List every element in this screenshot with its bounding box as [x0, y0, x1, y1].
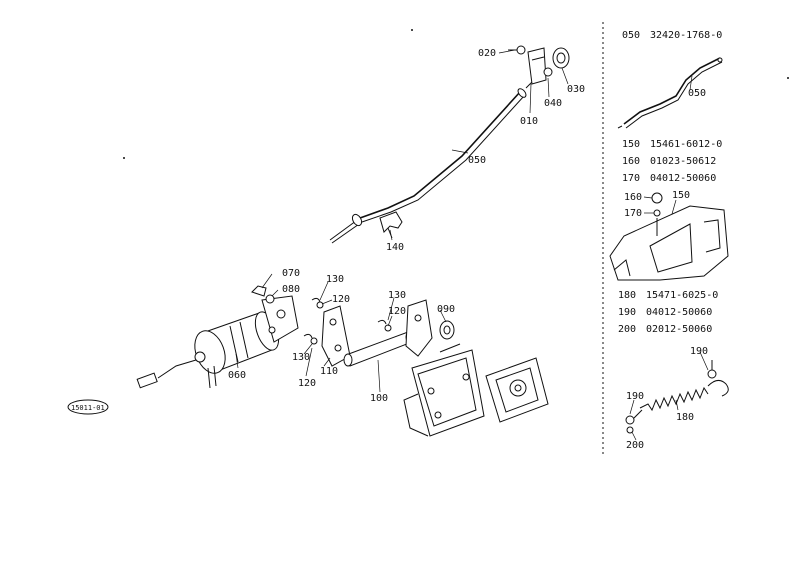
- ref-190: 190: [618, 307, 636, 318]
- callout-110: 110: [320, 366, 338, 377]
- callout-050-inset: 050: [688, 88, 706, 99]
- callout-020: 020: [478, 48, 496, 59]
- stop-solenoid: [136, 295, 299, 389]
- callout-130-b: 130: [292, 352, 310, 363]
- ref-180: 180: [618, 290, 636, 301]
- callout-050: 050: [468, 155, 486, 166]
- side-panel: 050 32420-1768-0 050 150 15461-6012-0 16…: [609, 30, 729, 451]
- ref-050: 050: [622, 30, 640, 41]
- cable-inset: [617, 57, 723, 129]
- partno-170: 04012-50060: [650, 173, 716, 184]
- callout-120-c: 120: [388, 306, 406, 317]
- speck: [411, 29, 413, 31]
- spring-180-inset: [625, 360, 729, 434]
- callout-060: 060: [228, 370, 246, 381]
- partno-200: 02012-50060: [646, 324, 712, 335]
- leader-lines: [235, 49, 569, 393]
- pump-housing: [403, 343, 549, 437]
- callout-010: 010: [520, 116, 538, 127]
- lever-110: [321, 305, 351, 367]
- bolt-and-washer: [251, 285, 275, 304]
- partno-160: 01023-50612: [650, 156, 716, 167]
- callout-090: 090: [437, 304, 455, 315]
- callout-070: 070: [282, 268, 300, 279]
- ref-170: 170: [622, 173, 640, 184]
- callout-030: 030: [567, 84, 585, 95]
- callout-170: 170: [624, 208, 642, 219]
- callout-150: 150: [672, 190, 690, 201]
- callout-040: 040: [544, 98, 562, 109]
- pins-and-clips: [303, 297, 392, 345]
- partno-050: 32420-1768-0: [650, 30, 722, 41]
- speck: [787, 77, 789, 79]
- callout-120-a: 120: [332, 294, 350, 305]
- callout-080: 080: [282, 284, 300, 295]
- drawing-stamp: 15011-01: [67, 399, 109, 415]
- bracket-150-inset: [609, 192, 729, 281]
- callout-130-c: 130: [388, 290, 406, 301]
- partno-180: 15471-6025-0: [646, 290, 718, 301]
- callout-140: 140: [386, 242, 404, 253]
- callout-160: 160: [624, 192, 642, 203]
- ref-160: 160: [622, 156, 640, 167]
- rod-100: [343, 330, 415, 367]
- stamp-text: 15011-01: [71, 404, 105, 412]
- callout-200: 200: [626, 440, 644, 451]
- lever-upper: [405, 299, 455, 357]
- partno-150: 15461-6012-0: [650, 139, 722, 150]
- callout-190-b: 190: [626, 391, 644, 402]
- throttle-cable: [329, 81, 533, 244]
- speck: [123, 157, 125, 159]
- upper-bracket: [508, 45, 570, 85]
- ref-150: 150: [622, 139, 640, 150]
- callout-180: 180: [676, 412, 694, 423]
- callout-120-b: 120: [298, 378, 316, 389]
- callout-190-a: 190: [690, 346, 708, 357]
- ref-200: 200: [618, 324, 636, 335]
- callout-100: 100: [370, 393, 388, 404]
- callout-130-a: 130: [326, 274, 344, 285]
- partno-190: 04012-50060: [646, 307, 712, 318]
